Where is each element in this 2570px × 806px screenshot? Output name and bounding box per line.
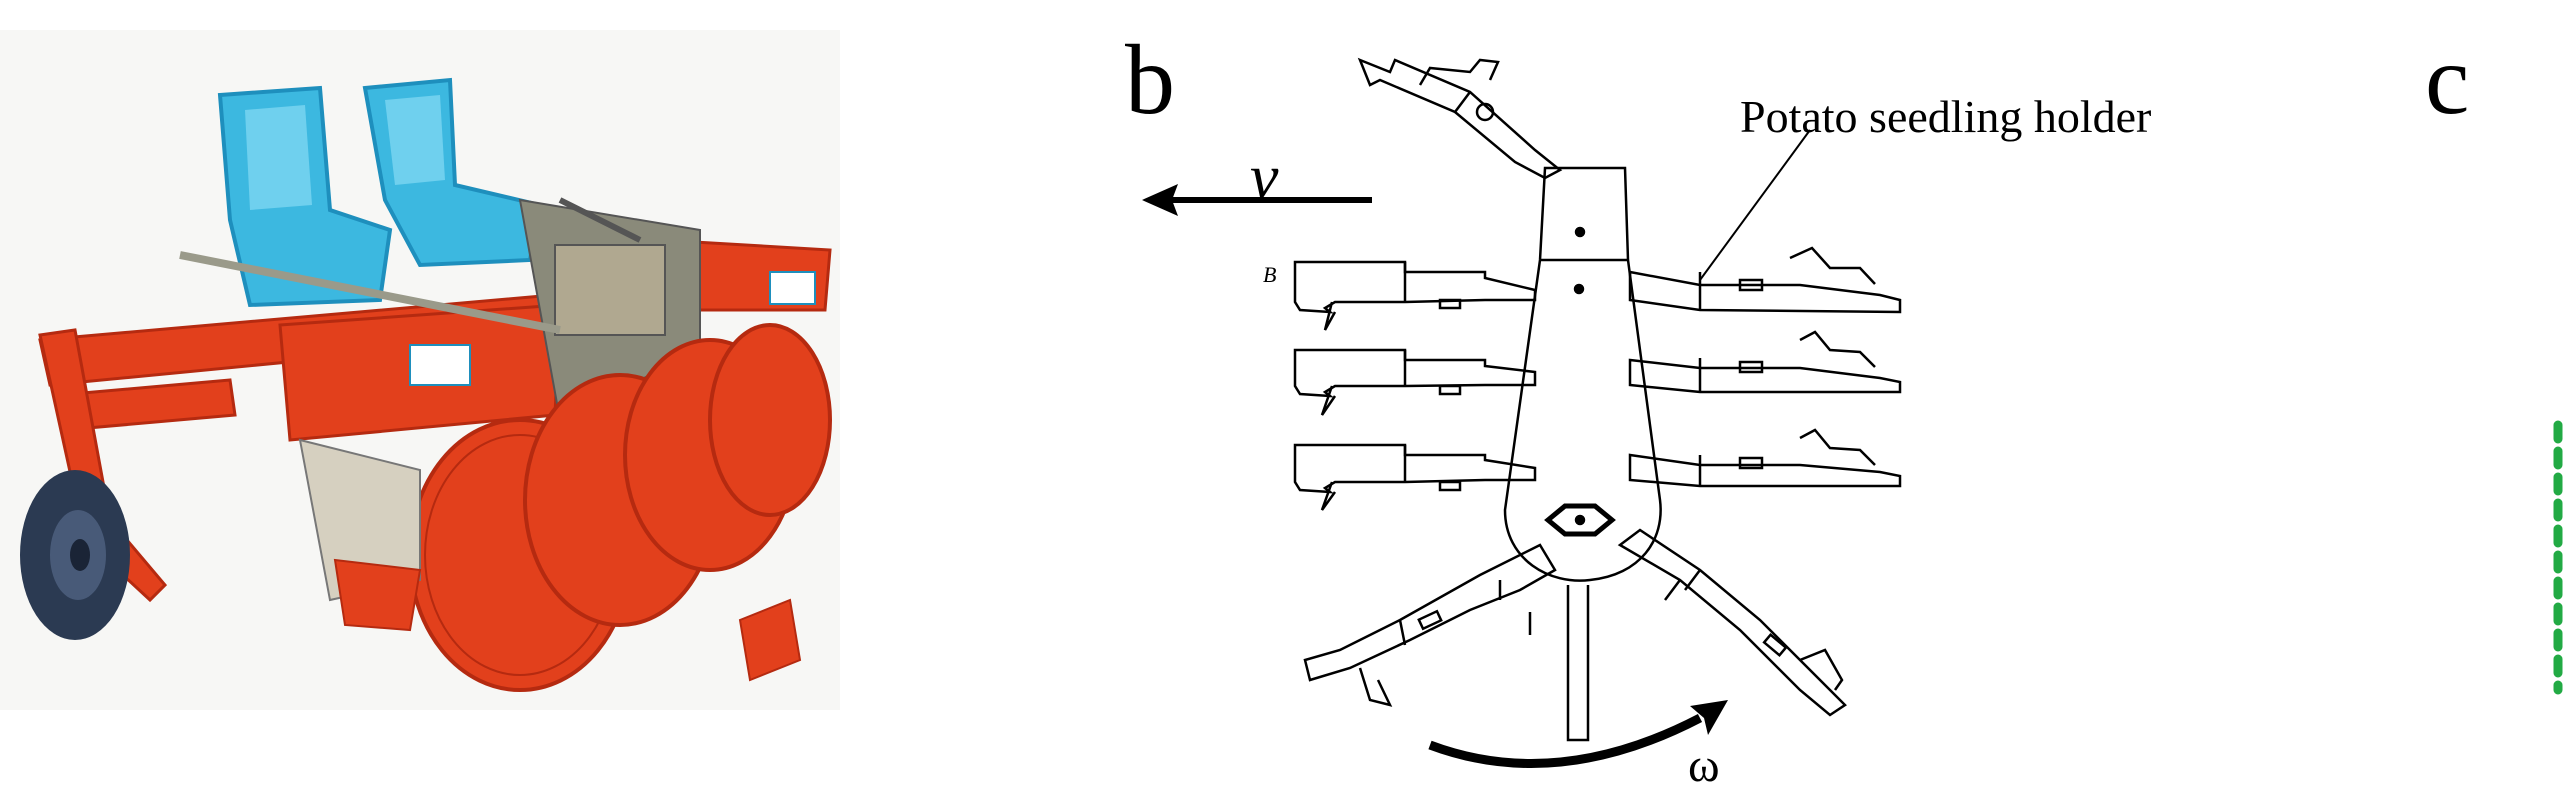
omega-label: ω bbox=[1688, 739, 1720, 792]
panel-c: c bbox=[2380, 0, 2570, 806]
panel-b-letter: b bbox=[1125, 24, 1175, 135]
tire bbox=[20, 470, 130, 640]
arm-lower-left bbox=[1303, 543, 1557, 707]
seat-right bbox=[362, 77, 543, 268]
arms-right bbox=[1628, 246, 1902, 488]
velocity-arrow bbox=[1142, 184, 1372, 216]
transplanter-schematic bbox=[1142, 57, 1902, 768]
planting-disk-4 bbox=[708, 323, 832, 517]
potato-planter-photo bbox=[0, 30, 840, 710]
seat-left bbox=[217, 85, 393, 308]
hopper-label-right bbox=[769, 271, 816, 305]
panel-a: a bbox=[0, 0, 840, 806]
rotation-arrow bbox=[1428, 700, 1728, 768]
arm-lower-right bbox=[1617, 528, 1847, 717]
point-b-label: B bbox=[1263, 262, 1277, 287]
velocity-label: v bbox=[1250, 141, 1279, 212]
panel-b: b bbox=[1060, 0, 2151, 806]
arm-upper bbox=[1357, 57, 1563, 180]
panel-c-letter: c bbox=[2425, 24, 2470, 135]
hopper-label-left bbox=[409, 344, 471, 386]
dashed-guide-line bbox=[2553, 420, 2563, 695]
holder-leader-line bbox=[1699, 129, 1811, 281]
arms-left bbox=[1293, 260, 1537, 511]
holder-label: Potato seedling holder bbox=[1740, 91, 2152, 142]
